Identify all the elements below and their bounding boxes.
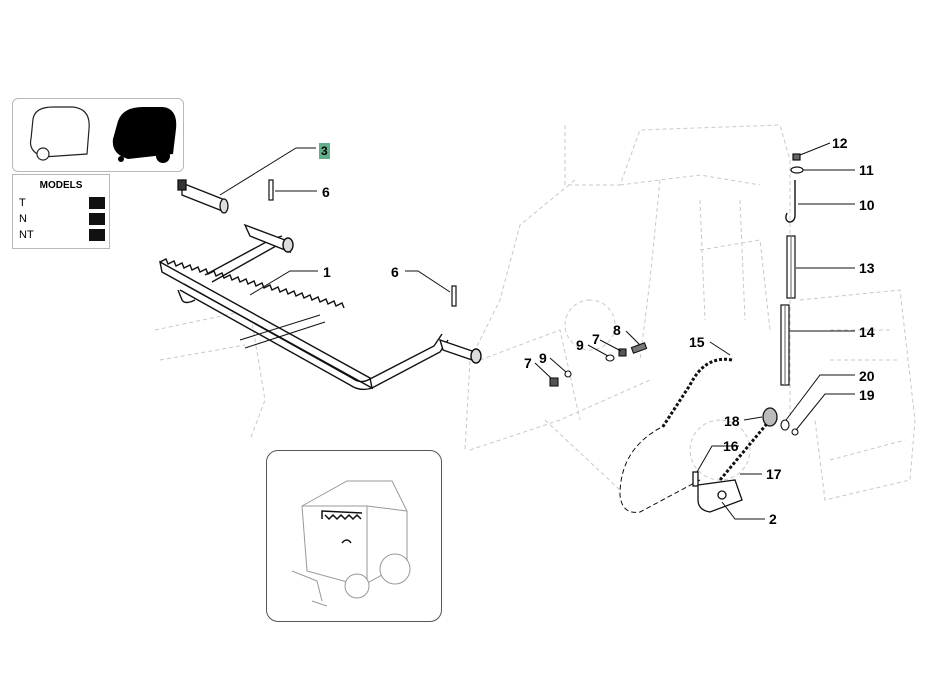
callout-1[interactable]: 1: [323, 264, 331, 280]
part-16-pin[interactable]: [692, 471, 699, 487]
model-row-nt: NT: [19, 229, 105, 243]
callout-11[interactable]: 11: [859, 162, 874, 178]
part-10-eye-bolt[interactable]: [785, 180, 796, 223]
leader-lines: [219, 142, 855, 520]
callout-17[interactable]: 17: [766, 466, 782, 482]
model-swatch: [89, 197, 105, 209]
model-thumbnail-panel: [12, 98, 184, 172]
models-heading: MODELS: [39, 180, 83, 191]
baler-thumbnails: [29, 106, 177, 163]
part-18-roller[interactable]: [762, 407, 778, 427]
part-9-washer-a[interactable]: [605, 354, 615, 362]
callout-13[interactable]: 13: [859, 260, 875, 276]
part-15-chain[interactable]: [660, 357, 733, 429]
part-19-clip[interactable]: [791, 428, 799, 436]
part-2-bracket[interactable]: [697, 479, 743, 513]
callout-6[interactable]: 6: [322, 184, 330, 200]
part-6-pin-b[interactable]: [451, 285, 457, 307]
part-6-pin[interactable]: [268, 179, 274, 201]
callout-16[interactable]: 16: [723, 438, 739, 454]
chain-path-outline: [619, 427, 701, 513]
part-7-nut-a[interactable]: [618, 348, 627, 357]
part-20-washer[interactable]: [780, 419, 790, 431]
machine-frame-outline: [154, 124, 916, 501]
models-legend: MODELS T N NT: [12, 174, 110, 249]
callout-15[interactable]: 15: [689, 334, 705, 350]
part-8-bolt[interactable]: [630, 342, 648, 354]
callout-3[interactable]: 3: [319, 143, 330, 159]
baler-location-view: [291, 480, 411, 607]
baler-outline-icon: [29, 106, 90, 158]
callout-9-b[interactable]: 9: [539, 350, 547, 366]
part-9-washer-b[interactable]: [564, 370, 572, 378]
callout-9[interactable]: 9: [576, 337, 584, 353]
callout-20[interactable]: 20: [859, 368, 875, 384]
part-1-rack-frame[interactable]: [159, 223, 482, 391]
callout-6-b[interactable]: 6: [391, 264, 399, 280]
model-label: T: [19, 197, 26, 209]
callout-2[interactable]: 2: [769, 511, 777, 527]
callout-18[interactable]: 18: [724, 413, 740, 429]
callout-7-b[interactable]: 7: [524, 355, 532, 371]
part-11-washer[interactable]: [790, 166, 804, 174]
model-label: N: [19, 213, 27, 225]
part-12-nut[interactable]: [792, 153, 801, 161]
callout-19[interactable]: 19: [859, 387, 875, 403]
callout-12[interactable]: 12: [832, 135, 848, 151]
part-7-nut-b[interactable]: [549, 377, 559, 387]
callout-14[interactable]: 14: [859, 324, 875, 340]
model-row-n: N: [19, 213, 105, 227]
callout-7[interactable]: 7: [592, 331, 600, 347]
callout-8[interactable]: 8: [613, 322, 621, 338]
highlighted-rack: [321, 510, 363, 544]
part-17-chain[interactable]: [718, 419, 772, 481]
model-swatch: [89, 229, 105, 241]
location-inset: [266, 450, 442, 622]
part-3-shaft[interactable]: [177, 179, 229, 214]
baler-filled-icon: [112, 107, 177, 159]
callout-10[interactable]: 10: [859, 197, 875, 213]
model-label: NT: [19, 229, 34, 241]
part-14-spring-cylinder[interactable]: [780, 304, 790, 386]
model-row-t: T: [19, 197, 105, 211]
model-swatch: [89, 213, 105, 225]
part-13-spring-cylinder[interactable]: [786, 235, 796, 299]
